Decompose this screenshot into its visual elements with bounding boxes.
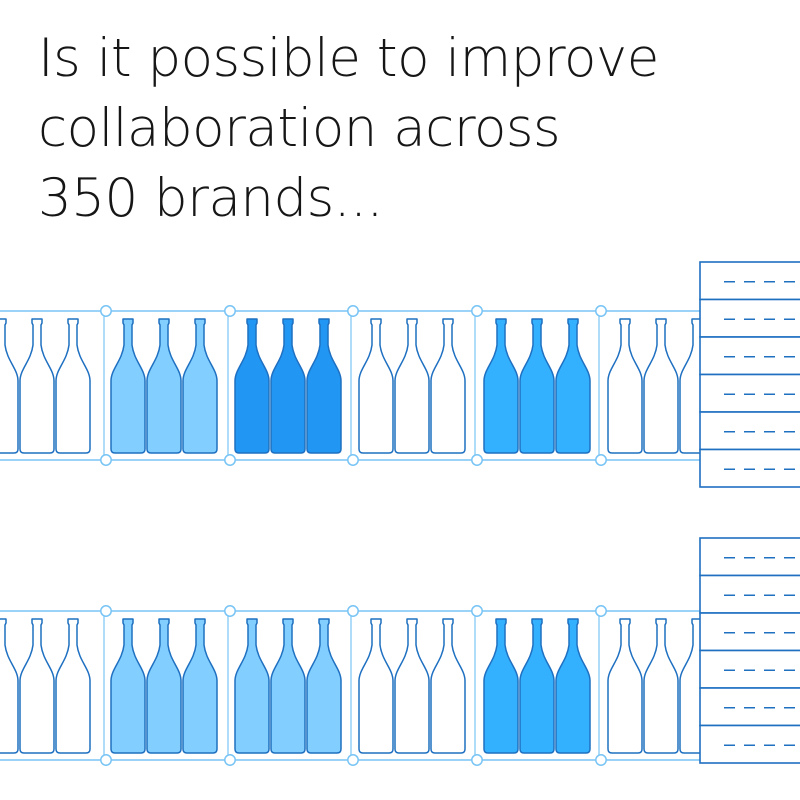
bottle-group-empty — [607, 318, 715, 454]
bottle-group-empty — [358, 318, 466, 454]
bottle-icon — [394, 618, 430, 754]
rail-node-icon — [100, 305, 112, 317]
rack-row — [699, 448, 800, 488]
headline: Is it possible to improve collaboration … — [38, 24, 778, 234]
bottle-icon — [555, 318, 591, 454]
bottle-icon — [19, 618, 55, 754]
headline-line-3: 350 brands... — [38, 168, 383, 229]
bottle-icon — [55, 318, 91, 454]
bottle-icon — [483, 618, 519, 754]
rail-node-icon — [595, 605, 607, 617]
rail-node-icon — [100, 454, 112, 466]
bottle-icon — [270, 318, 306, 454]
shelf-rack-icon — [699, 261, 800, 488]
bottle-icon — [358, 318, 394, 454]
bottle-icon — [306, 318, 342, 454]
bottle-icon — [519, 618, 555, 754]
rack-row — [699, 612, 800, 652]
bottle-icon — [146, 318, 182, 454]
bottle-icon — [110, 618, 146, 754]
rail-node-icon — [471, 454, 483, 466]
rack-row — [699, 574, 800, 614]
bottle-icon — [110, 318, 146, 454]
shelf-rack-icon — [699, 537, 800, 764]
bottle-icon — [607, 618, 643, 754]
bottle-group-medium — [483, 318, 591, 454]
bottle-icon — [358, 618, 394, 754]
shelf-bottom — [0, 537, 800, 766]
rail-node-icon — [224, 605, 236, 617]
rack-row — [699, 687, 800, 727]
bottle-group-empty — [0, 318, 91, 454]
headline-line-1: Is it possible to improve — [38, 28, 659, 89]
rail-node-icon — [224, 454, 236, 466]
bottle-icon — [19, 318, 55, 454]
bottle-icon — [430, 618, 466, 754]
bottle-group-empty — [358, 618, 466, 754]
rail-node-icon — [347, 454, 359, 466]
bottle-icon — [234, 318, 270, 454]
bottle-group-medium — [483, 618, 591, 754]
bottle-group-empty — [0, 618, 91, 754]
bottle-icon — [182, 318, 218, 454]
rack-row — [699, 649, 800, 689]
rail-node-icon — [595, 754, 607, 766]
rack-row — [699, 336, 800, 376]
rack-row — [699, 537, 800, 577]
rack-row — [699, 724, 800, 764]
bottle-icon — [555, 618, 591, 754]
shelf-top — [0, 261, 800, 488]
bottle-icon — [643, 318, 679, 454]
rail-node-icon — [224, 754, 236, 766]
bottle-icon — [182, 618, 218, 754]
rail-node-icon — [471, 605, 483, 617]
rail-node-icon — [347, 605, 359, 617]
bottle-icon — [234, 618, 270, 754]
rack-row — [699, 373, 800, 413]
rail-node-icon — [595, 454, 607, 466]
rack-row — [699, 298, 800, 338]
bottle-icon — [0, 618, 19, 754]
bottle-group-dark — [234, 318, 342, 454]
bottle-icon — [643, 618, 679, 754]
bottle-group-light — [110, 318, 218, 454]
bottle-icon — [483, 318, 519, 454]
bottle-group-empty — [607, 618, 715, 754]
rail-node-icon — [100, 605, 112, 617]
bottle-group-light — [110, 618, 218, 754]
bottle-icon — [55, 618, 91, 754]
bottle-icon — [0, 318, 19, 454]
rail-node-icon — [595, 305, 607, 317]
bottle-icon — [306, 618, 342, 754]
rail-node-icon — [347, 305, 359, 317]
bottle-group-light — [234, 618, 342, 754]
rack-row — [699, 261, 800, 301]
rail-node-icon — [471, 305, 483, 317]
bottle-icon — [519, 318, 555, 454]
rail-node-icon — [224, 305, 236, 317]
headline-line-2: collaboration across — [38, 98, 561, 159]
bottle-icon — [607, 318, 643, 454]
bottle-icon — [270, 618, 306, 754]
rail-node-icon — [471, 754, 483, 766]
bottle-icon — [430, 318, 466, 454]
rack-row — [699, 411, 800, 451]
bottle-icon — [146, 618, 182, 754]
rail-node-icon — [347, 754, 359, 766]
rail-node-icon — [100, 754, 112, 766]
bottle-icon — [394, 318, 430, 454]
